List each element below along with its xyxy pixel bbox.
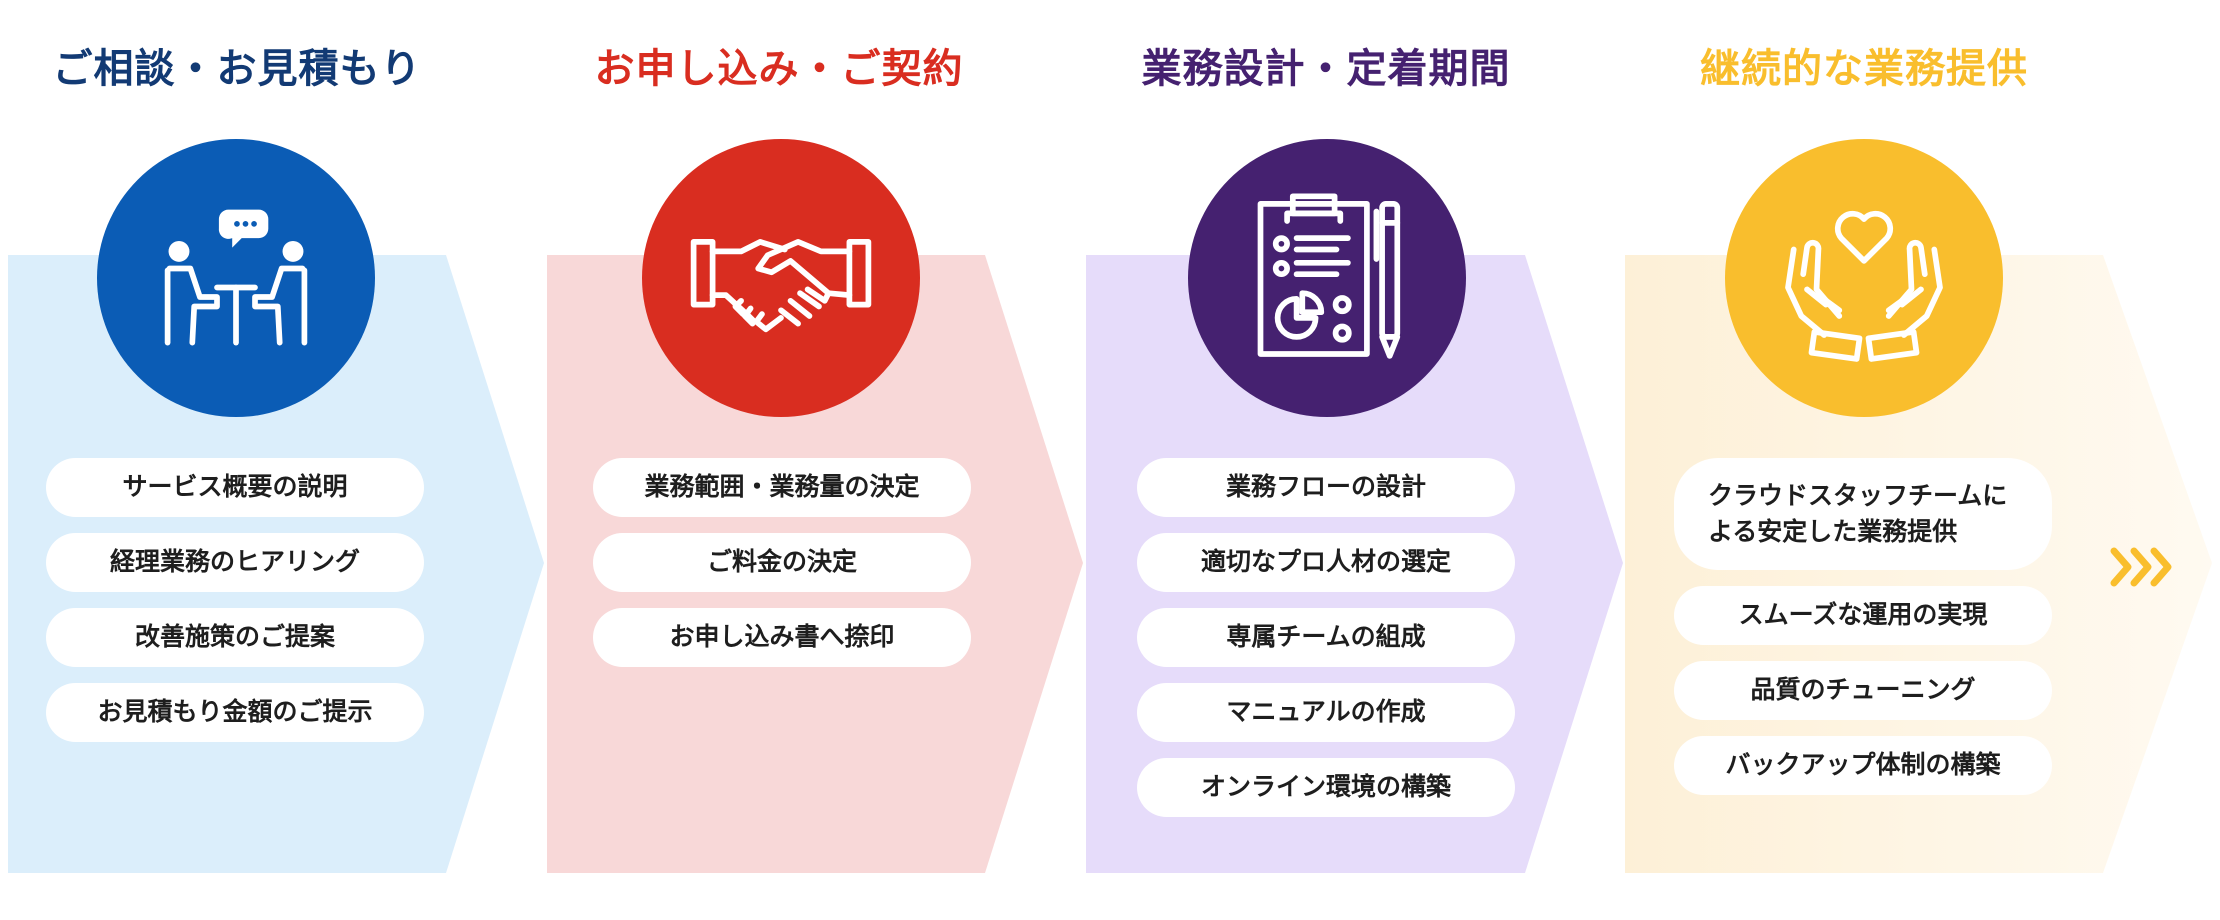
triple-chevron-right-icon [2110, 547, 2172, 587]
step-2-items: 業務範囲・業務量の決定 ご料金の決定 お申し込み書へ捺印 [593, 458, 971, 683]
step-2-circle [642, 139, 920, 417]
list-item: お申し込み書へ捺印 [593, 608, 971, 667]
list-item: 経理業務のヒアリング [46, 533, 424, 592]
list-item: オンライン環境の構築 [1137, 758, 1515, 817]
step-1-title: ご相談・お見積もり [52, 46, 422, 92]
handshake-icon [690, 239, 872, 333]
step-4-title: 継続的な業務提供 [1700, 46, 2028, 92]
step-4-items: クラウドスタッフチームに よる安定した業務提供 スムーズな運用の実現 品質のチュ… [1674, 458, 2052, 811]
list-item: 適切なプロ人材の選定 [1137, 533, 1515, 592]
step-2-title: お申し込み・ご契約 [594, 46, 964, 92]
list-item: バックアップ体制の構築 [1674, 736, 2052, 795]
step-3-items: 業務フローの設計 適切なプロ人材の選定 専属チームの組成 マニュアルの作成 オン… [1137, 458, 1515, 833]
step-3-title: 業務設計・定着期間 [1141, 46, 1511, 92]
heart-hands-icon [1785, 210, 1943, 362]
list-item: マニュアルの作成 [1137, 683, 1515, 742]
step-3-circle [1188, 139, 1466, 417]
step-1-circle [97, 139, 375, 417]
step-4-circle [1725, 139, 2003, 417]
list-item: 専属チームの組成 [1137, 608, 1515, 667]
list-item: サービス概要の説明 [46, 458, 424, 517]
list-item: ご料金の決定 [593, 533, 971, 592]
list-item: お見積もり金額のご提示 [46, 683, 424, 742]
meeting-icon [164, 209, 308, 346]
list-item: 品質のチューニング [1674, 661, 2052, 720]
list-item: 業務フローの設計 [1137, 458, 1515, 517]
list-item: クラウドスタッフチームに よる安定した業務提供 [1674, 458, 2052, 570]
list-item: 改善施策のご提案 [46, 608, 424, 667]
step-1-items: サービス概要の説明 経理業務のヒアリング 改善施策のご提案 お見積もり金額のご提… [46, 458, 424, 758]
list-item: 業務範囲・業務量の決定 [593, 458, 971, 517]
clipboard-plan-icon [1257, 193, 1401, 359]
list-item: スムーズな運用の実現 [1674, 586, 2052, 645]
